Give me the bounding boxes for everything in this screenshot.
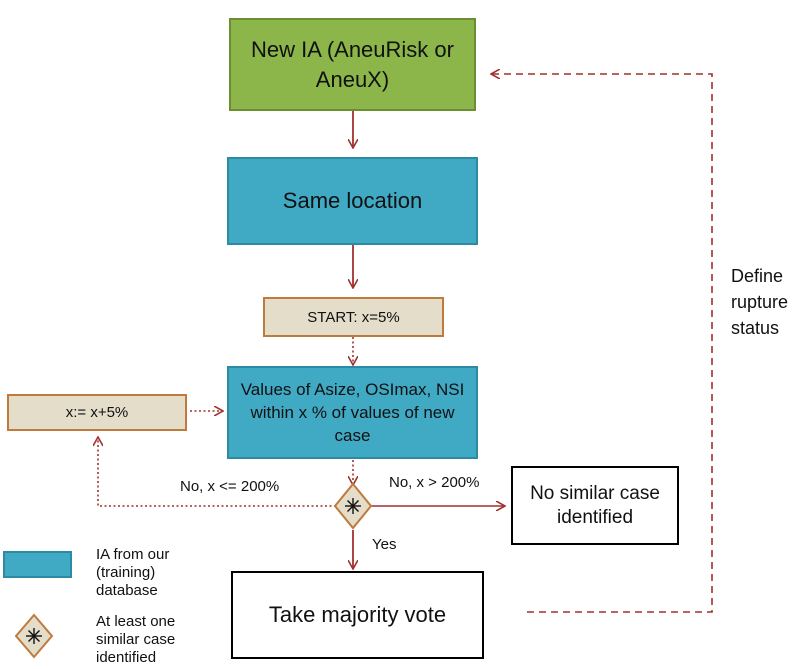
majority-vote-node: Take majority vote [231,571,484,659]
define-status-label: Define rupture status [731,266,789,338]
legend-diamond-icon [14,613,54,659]
same-location-label: Same location [282,188,423,213]
yes-label: Yes [372,536,397,553]
no-similar-node: No similar case identified [511,466,679,545]
decision-diamond-icon [333,482,373,530]
no-le-label: No, x <= 200% [180,478,280,495]
values-node: Values of Asize, OSImax, NSI within x % … [227,366,478,459]
increment-node: x:= x+5% [7,394,187,431]
new-ia-node: New IA (AneuRisk or AneuX) [229,18,476,111]
start-label: START: x=5% [307,308,400,326]
majority-vote-label: Take majority vote [268,602,447,627]
legend-ia-swatch [3,551,72,578]
no-similar-label: No similar case identified [530,482,660,528]
start-node: START: x=5% [263,297,444,337]
new-ia-label: New IA (AneuRisk or AneuX) [251,36,454,92]
arrow-vote-to-newia [492,74,713,613]
same-location-node: Same location [227,157,478,245]
no-gt-label: No, x > 200% [389,474,480,491]
legend-similar-label: At least one similar case identified [96,613,176,666]
values-label: Values of Asize, OSImax, NSI within x % … [240,380,465,445]
legend-ia-label: IA from our (training) database [96,546,170,599]
increment-label: x:= x+5% [65,404,129,421]
